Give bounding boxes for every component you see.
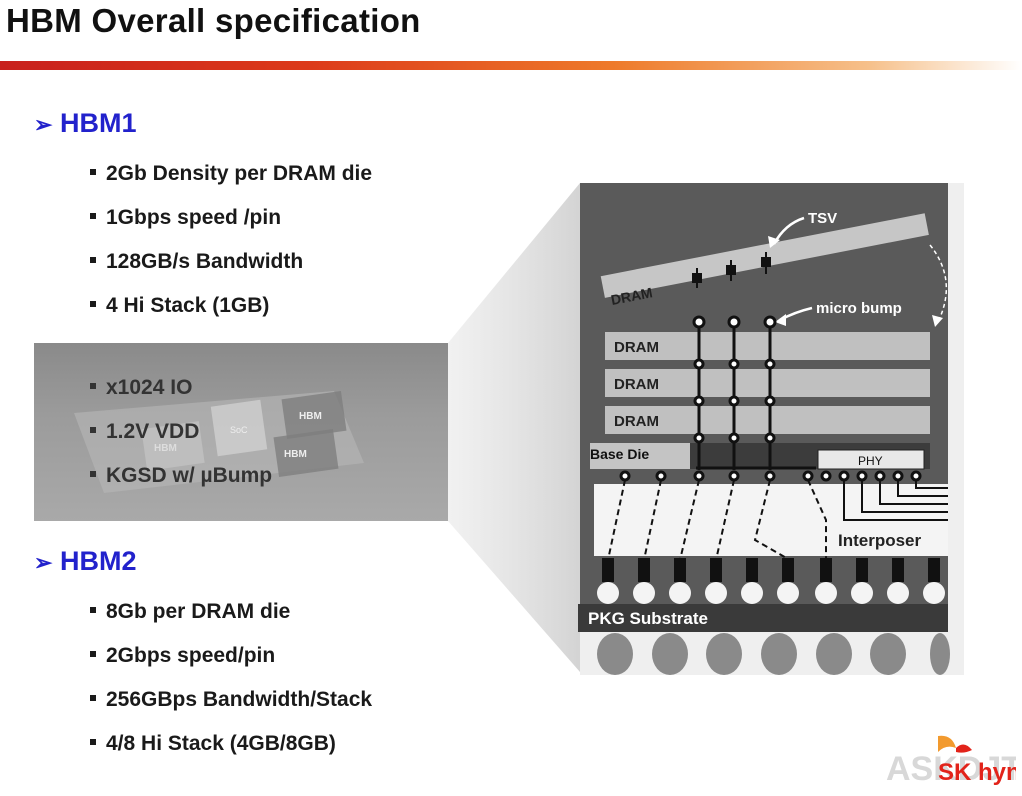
stack-arrow-icon	[929, 244, 948, 323]
base-die-label: Base Die	[590, 446, 649, 462]
tsv-pointer-arrow-icon	[772, 216, 805, 245]
pkg-substrate-label: PKG Substrate	[588, 609, 708, 628]
phy-routing-lines	[843, 480, 948, 521]
dram-label: DRAM	[614, 376, 659, 393]
phy-block	[817, 449, 925, 470]
square-bullet-icon	[90, 695, 96, 702]
dram-die-layer	[605, 332, 930, 360]
chip-label: HBM	[299, 411, 322, 422]
list-item: 4 Hi Stack (1GB)	[90, 294, 269, 318]
list-item: 8Gb per DRAM die	[90, 600, 290, 624]
zoom-cone	[448, 183, 580, 672]
bga-ball-row	[597, 633, 950, 675]
square-bullet-icon	[90, 213, 96, 220]
square-bullet-icon	[90, 301, 96, 308]
list-item: 4/8 Hi Stack (4GB/8GB)	[90, 732, 336, 756]
logo-watermark: ASKDJT	[886, 750, 1016, 788]
hbm1-heading-label: HBM1	[60, 108, 137, 138]
title-underline	[0, 61, 1022, 70]
square-bullet-icon	[90, 739, 96, 746]
sk-hynix-logo: ASKDJT SK hynix	[886, 735, 1016, 788]
list-item: 1.2V VDD	[90, 420, 199, 444]
square-bullet-icon	[90, 607, 96, 614]
dram-label: DRAM	[614, 339, 659, 356]
c4-bump-row	[597, 558, 945, 604]
square-bullet-icon	[90, 257, 96, 264]
list-item: 256GBps Bandwidth/Stack	[90, 688, 372, 712]
base-die	[590, 443, 930, 469]
lifted-dram-die	[600, 213, 929, 298]
hbm-package-photo: HBM SoC HBM HBM x1024 IO 1.2V VDD KGSD w…	[34, 343, 448, 521]
phy-label: PHY	[858, 454, 883, 468]
chip-label: HBM	[154, 443, 177, 454]
square-bullet-icon	[90, 383, 96, 390]
tsv-column-group	[619, 315, 922, 482]
diagram-background	[580, 183, 948, 629]
hbm1-heading: ➢ HBM1	[34, 108, 137, 139]
list-item: 1Gbps speed /pin	[90, 206, 281, 230]
butterfly-icon	[938, 735, 956, 752]
list-item: 128GB/s Bandwidth	[90, 250, 303, 274]
square-bullet-icon	[90, 427, 96, 434]
square-bullet-icon	[90, 169, 96, 176]
list-item: 2Gbps speed/pin	[90, 644, 275, 668]
tsv-icon	[692, 252, 771, 288]
pkg-substrate	[578, 604, 948, 632]
chip-label: HBM	[284, 449, 307, 460]
list-item: KGSD w/ µBump	[90, 464, 272, 488]
square-bullet-icon	[90, 471, 96, 478]
interposer	[594, 484, 948, 556]
page-title: HBM Overall specification	[6, 2, 421, 39]
dram-die-layer	[605, 406, 930, 434]
hbm2-heading-label: HBM2	[60, 546, 137, 576]
arrow-bullet-icon: ➢	[34, 550, 53, 575]
arrow-bullet-icon: ➢	[34, 112, 53, 137]
chip-label: SoC	[230, 425, 248, 435]
microbump-pointer-arrow-icon	[779, 306, 813, 322]
chip-photo-illustration: HBM SoC HBM HBM	[74, 391, 364, 493]
logo-text: SK hynix	[938, 759, 1016, 786]
list-item: x1024 IO	[90, 376, 192, 400]
dram-label: DRAM	[610, 284, 654, 308]
interposer-label: Interposer	[838, 531, 922, 550]
square-bullet-icon	[90, 651, 96, 658]
list-item: 2Gb Density per DRAM die	[90, 162, 372, 186]
microbump-label: micro bump	[816, 300, 902, 317]
dram-die-layer	[605, 369, 930, 397]
tsv-label: TSV	[808, 210, 837, 227]
interposer-vias	[607, 479, 827, 561]
diagram-frame	[580, 183, 964, 675]
dram-label: DRAM	[614, 413, 659, 430]
hbm2-heading: ➢ HBM2	[34, 546, 137, 577]
